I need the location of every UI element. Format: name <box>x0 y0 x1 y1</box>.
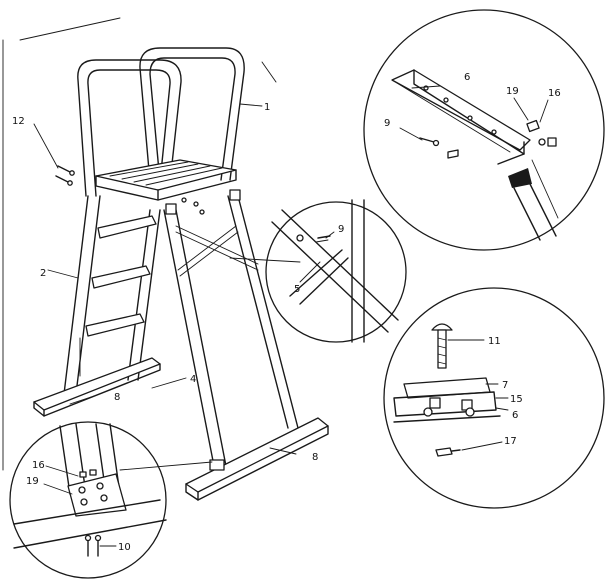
callout-9-top: 9 <box>384 118 390 129</box>
callout-2: 2 <box>40 268 46 279</box>
callout-19-bottom: 19 <box>26 476 39 487</box>
handrail-left <box>77 59 182 197</box>
leader-lines <box>33 61 549 547</box>
back-base-board <box>185 417 329 501</box>
page-edge-marks <box>2 17 121 471</box>
callout-16-top: 16 <box>548 88 561 99</box>
callout-16-bottom: 16 <box>32 460 45 471</box>
callout-7: 7 <box>502 380 508 391</box>
callout-17: 17 <box>504 436 517 447</box>
callout-12: 12 <box>12 116 25 127</box>
bolt-set-12 <box>55 165 205 215</box>
callout-1: 1 <box>264 102 270 113</box>
detail-clamp-hardware <box>383 287 605 509</box>
front-left-rail <box>63 195 101 395</box>
detail-base-mount <box>9 421 167 579</box>
callout-labels: 1 2 4 5 6 6 7 8 8 9 9 10 11 12 15 16 16 … <box>12 72 561 553</box>
rail-brackets <box>165 189 241 471</box>
pool-ladder <box>33 47 329 501</box>
callout-6-right: 6 <box>512 410 518 421</box>
callout-19-top: 19 <box>506 86 519 97</box>
top-platform <box>95 159 237 201</box>
front-right-rail <box>127 209 161 381</box>
handrail-right <box>139 47 245 183</box>
front-base-board <box>33 357 161 417</box>
callout-8-front: 8 <box>114 392 120 403</box>
cross-brace <box>175 225 259 277</box>
callout-15: 15 <box>510 394 523 405</box>
callout-9-middle: 9 <box>338 224 344 235</box>
callout-6-top: 6 <box>464 72 470 83</box>
callout-11: 11 <box>488 336 501 347</box>
callout-10: 10 <box>118 542 131 553</box>
back-support-legs <box>163 195 299 467</box>
callout-4: 4 <box>190 374 196 385</box>
callout-5: 5 <box>294 284 300 295</box>
ladder-steps <box>79 215 157 377</box>
callout-8-back: 8 <box>312 452 318 463</box>
detail-platform-bracket <box>363 9 605 251</box>
detail-cross-brace <box>265 199 407 343</box>
